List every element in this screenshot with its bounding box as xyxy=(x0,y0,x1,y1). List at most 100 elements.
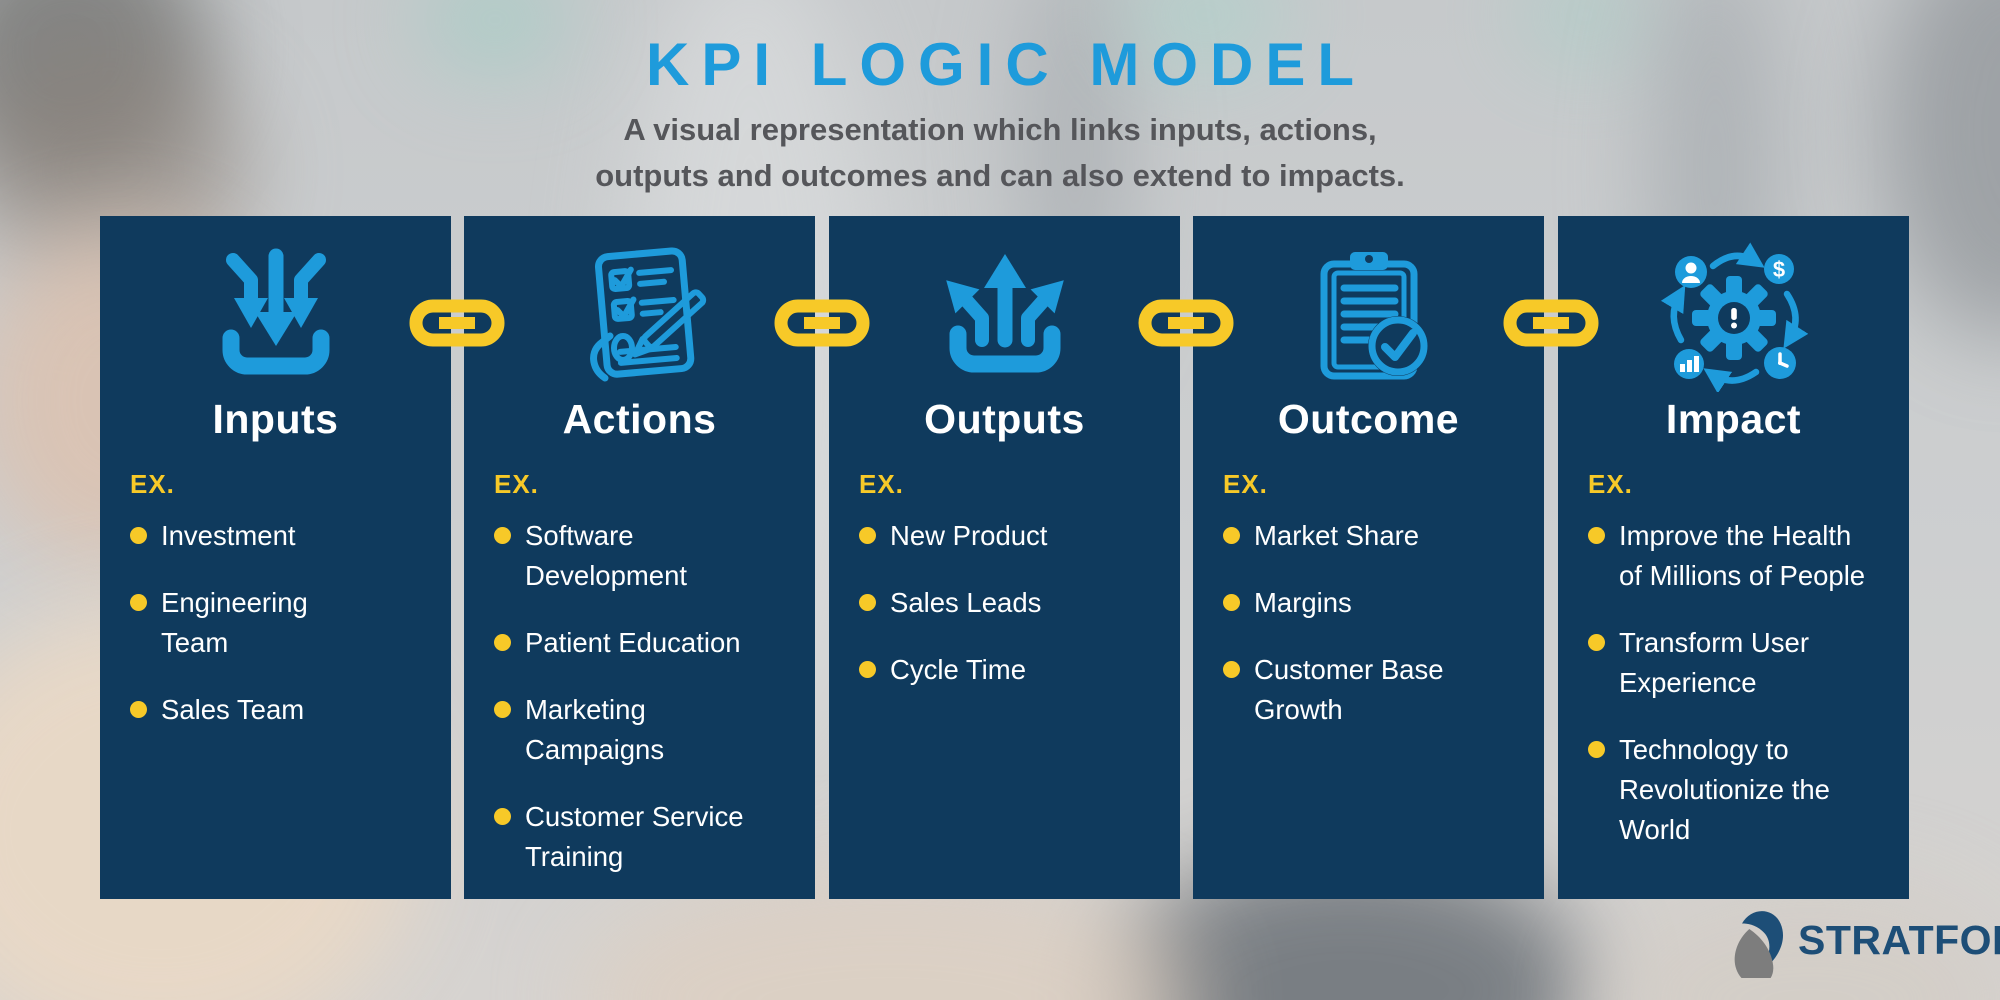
bullet-dot xyxy=(1588,634,1605,651)
ex-label: EX. xyxy=(1223,469,1268,499)
chain-link-icon-svg xyxy=(1503,299,1599,347)
chain-link-icon xyxy=(1503,299,1599,347)
bullet-dot xyxy=(1223,594,1240,611)
bullet-dot xyxy=(494,701,511,718)
clock-icon xyxy=(1763,347,1796,379)
column-body: EX. Improve the Health of Millions of Pe… xyxy=(1558,443,1909,850)
list-item-text: Margins xyxy=(1254,587,1352,618)
list-item-text: Market Share xyxy=(1254,520,1420,551)
list-item: Software Development xyxy=(494,516,803,596)
bullet-dot xyxy=(1588,527,1605,544)
column-title: Outputs xyxy=(924,396,1085,442)
list-item: Sales Team xyxy=(130,690,439,730)
ex-label: EX. xyxy=(1588,469,1633,499)
header: KPI LOGIC MODEL A visual representation … xyxy=(0,30,2000,199)
page-subtitle: A visual representation which links inpu… xyxy=(0,107,2000,199)
checklist-hand-pen-icon-svg xyxy=(589,247,706,382)
list-item: Engineering Team xyxy=(130,583,439,663)
list-item-text: Sales Leads xyxy=(890,587,1042,618)
column-impact: $ xyxy=(1558,216,1909,899)
clipboard-check-icon xyxy=(1193,216,1544,392)
bullet-dot xyxy=(494,634,511,651)
list-item-text: Software Development xyxy=(525,520,688,591)
list-item: Market Share xyxy=(1223,516,1532,556)
chain-link-icon-svg xyxy=(1138,299,1234,347)
subtitle-line-2: outputs and outcomes and can also extend… xyxy=(595,158,1405,193)
clipboard-check-icon-svg xyxy=(1320,252,1428,380)
chain-link-icon xyxy=(774,299,870,347)
stratford-logo-icon xyxy=(1734,911,1784,978)
list-item: Marketing Campaigns xyxy=(494,690,803,770)
column-title: Impact xyxy=(1665,396,1802,442)
bullet-dot xyxy=(1223,661,1240,678)
checklist-hand-pen-icon xyxy=(464,216,815,392)
list-item-text: Patient Education xyxy=(525,627,741,658)
list-item: Technology to Revolutionize the World xyxy=(1588,730,1897,850)
list-item: Investment xyxy=(130,516,439,556)
bullet-dot xyxy=(859,661,876,678)
list-item-text: Marketing Campaigns xyxy=(525,694,665,765)
example-list: Improve the Health of Millions of People… xyxy=(1588,516,1897,850)
chain-link-icon-svg xyxy=(409,299,505,347)
list-item: Customer Base Growth xyxy=(1223,650,1532,730)
list-item: Customer Service Training xyxy=(494,797,803,877)
ex-label: EX. xyxy=(130,469,175,499)
subtitle-line-1: A visual representation which links inpu… xyxy=(623,112,1377,147)
list-item-text: Investment xyxy=(161,520,296,551)
arrows-out-of-tray-icon-svg xyxy=(945,254,1064,373)
bullet-dot xyxy=(859,594,876,611)
svg-text:$: $ xyxy=(1772,257,1784,282)
column-title: Inputs xyxy=(212,396,339,442)
person-icon xyxy=(1674,256,1707,288)
stratford-wordmark: STRATFORD xyxy=(1798,916,2000,963)
gear-impact-network-icon-svg: $ xyxy=(1660,242,1808,392)
bullet-dot xyxy=(494,808,511,825)
list-item: New Product xyxy=(859,516,1168,556)
stratford-logo: STRATFORD ’ xyxy=(1720,902,2000,978)
gear-impact-network-icon: $ xyxy=(1558,216,1909,392)
list-item-text: Cycle Time xyxy=(890,654,1026,685)
list-item-text: Customer Base Growth xyxy=(1254,654,1444,725)
column-title: Actions xyxy=(562,396,717,442)
ex-label: EX. xyxy=(859,469,904,499)
arrows-into-tray-icon xyxy=(100,216,451,392)
list-item-text: Technology to Revolutionize the World xyxy=(1619,734,1830,845)
list-item: Sales Leads xyxy=(859,583,1168,623)
bar-chart-icon xyxy=(1673,349,1704,379)
list-item-text: Sales Team xyxy=(161,694,305,725)
arrows-into-tray-icon-svg xyxy=(222,248,329,375)
gear-exclamation-icon xyxy=(1691,276,1776,360)
arrows-out-of-tray-icon xyxy=(829,216,1180,392)
list-item: Transform User Experience xyxy=(1588,623,1897,703)
bullet-dot xyxy=(494,527,511,544)
dollar-icon: $ xyxy=(1763,254,1794,284)
bullet-dot xyxy=(130,701,147,718)
list-item-text: Improve the Health of Millions of People xyxy=(1619,520,1866,591)
list-item: Cycle Time xyxy=(859,650,1168,690)
chain-link-icon xyxy=(1138,299,1234,347)
list-item-text: Engineering Team xyxy=(161,587,308,658)
list-item: Patient Education xyxy=(494,623,803,663)
bullet-dot xyxy=(1588,741,1605,758)
list-item-text: Transform User Experience xyxy=(1619,627,1809,698)
bullet-dot xyxy=(1223,527,1240,544)
bullet-dot xyxy=(130,594,147,611)
page-title: KPI LOGIC MODEL xyxy=(646,31,1366,98)
bullet-dot xyxy=(130,527,147,544)
chain-link-icon xyxy=(409,299,505,347)
chain-link-icon-svg xyxy=(774,299,870,347)
list-item-text: New Product xyxy=(890,520,1048,551)
